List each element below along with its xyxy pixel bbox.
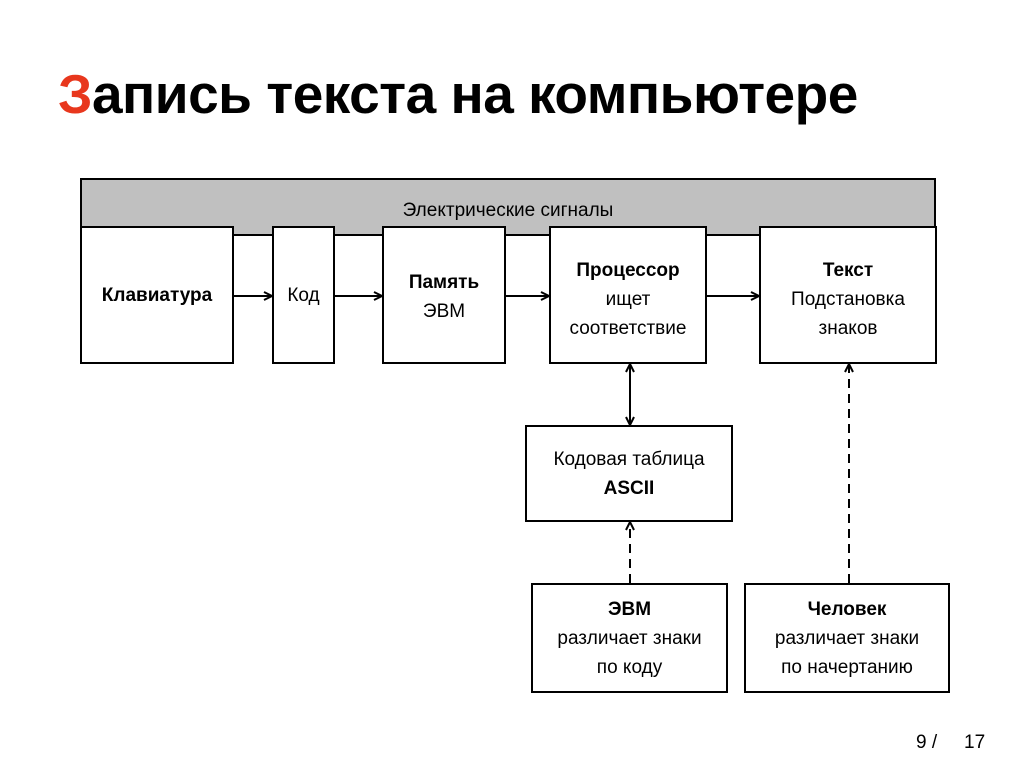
processor-line1: ищет [605,289,651,310]
text-line1: Подстановка [791,289,905,310]
computer-title: ЭВМ [607,598,652,620]
text-line2: знаков [818,318,878,339]
node-human: Человек различает знаки по начертанию [744,583,950,693]
memory-subtitle: ЭВМ [422,301,466,322]
keyboard-label: Клавиатура [101,284,213,306]
code-label: Код [287,284,320,306]
title-rest: апись текста на компьютере [91,63,858,125]
code-table-ascii: ASCII [603,477,655,499]
title-first-letter: З [58,63,92,125]
processor-line2: соответствие [569,318,687,339]
text-title: Текст [822,260,874,281]
memory-title: Память [408,272,480,293]
human-line2: по начертанию [781,656,913,678]
node-processor: Процессор ищет соответствие [549,226,707,364]
human-title: Человек [807,598,887,620]
node-computer: ЭВМ различает знаки по коду [531,583,728,693]
node-text: Текст Подстановка знаков [759,226,937,364]
page-current: 9 / [916,732,938,753]
computer-line2: по коду [596,656,663,678]
node-code-table: Кодовая таблица ASCII [525,425,733,522]
node-keyboard: Клавиатура [80,226,234,364]
band-label: Электрические сигналы [402,200,614,221]
processor-title: Процессор [576,260,680,281]
computer-line1: различает знаки [557,627,702,649]
node-code: Код [272,226,335,364]
slide-title: Запись текста на компьютере [58,62,858,126]
code-table-label: Кодовая таблица [553,448,705,470]
node-memory: Память ЭВМ [382,226,506,364]
human-line1: различает знаки [774,627,920,649]
page-total: 17 [964,732,986,753]
